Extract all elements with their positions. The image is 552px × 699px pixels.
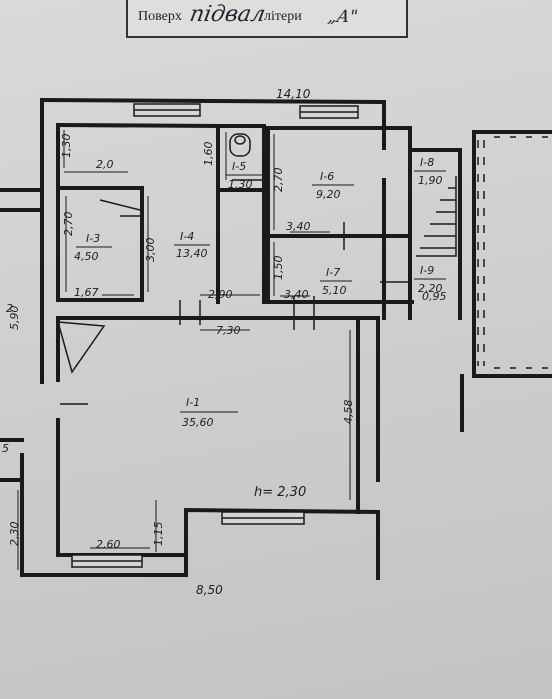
room-i5-area: 1,30 bbox=[228, 178, 253, 191]
room-i9: I-9 2,20 bbox=[414, 264, 446, 295]
room-i6-area: 9,20 bbox=[316, 188, 341, 201]
dim-2-70-a: 2,70 bbox=[272, 168, 285, 193]
dim-2-0: 2,0 bbox=[96, 158, 114, 171]
room-i5: I-5 1,30 bbox=[226, 160, 262, 191]
dim-2-30: 2,30 bbox=[8, 522, 21, 547]
dim-2-90: 2,90 bbox=[208, 288, 233, 301]
letter-label: літери bbox=[264, 9, 302, 24]
room-labels: I-1 35,60 I-3 4,50 I-4 13,40 I-5 1,30 I-… bbox=[74, 156, 446, 429]
staircase bbox=[416, 176, 457, 257]
dim-3-40-b: 3,40 bbox=[284, 288, 309, 301]
room-i1-name: I-1 bbox=[186, 396, 200, 409]
dim-5: 5 bbox=[2, 442, 9, 455]
dim-top-total: 14,10 bbox=[276, 87, 311, 101]
dim-3-00: 3,00 bbox=[144, 238, 157, 263]
room-i8-area: 1,90 bbox=[418, 174, 443, 187]
room-i3-name: I-3 bbox=[86, 232, 100, 245]
dim-3-40-a: 3,40 bbox=[286, 220, 311, 233]
title-stamp: Поверх підвал літери „А" bbox=[126, 0, 408, 38]
floor-label: Поверх bbox=[138, 9, 182, 24]
dimension-lines bbox=[17, 130, 351, 570]
height-label: h= 2,30 bbox=[254, 485, 306, 500]
room-i6: I-6 9,20 bbox=[312, 170, 354, 201]
dim-7-30: 7,30 bbox=[216, 324, 241, 337]
room-i4-name: I-4 bbox=[180, 230, 194, 243]
room-i3: I-3 4,50 bbox=[74, 232, 112, 263]
dim-2: 2 bbox=[6, 302, 13, 315]
room-i9-area: 2,20 bbox=[418, 282, 443, 295]
dim-1-30: 1,30 bbox=[60, 134, 73, 159]
room-i8-name: I-8 bbox=[420, 156, 434, 169]
dim-5-90: 5,90 bbox=[8, 306, 21, 331]
room-i1-area: 35,60 bbox=[182, 416, 214, 429]
room-i6-name: I-6 bbox=[320, 170, 334, 183]
room-i7: I-7 5,10 bbox=[320, 266, 352, 297]
room-i9-name: I-9 bbox=[420, 264, 434, 277]
room-i5-name: I-5 bbox=[232, 160, 246, 173]
walls bbox=[0, 97, 552, 580]
room-i7-name: I-7 bbox=[326, 266, 340, 279]
dim-2-70-b: 2,70 bbox=[62, 212, 75, 237]
room-i8: I-8 1,90 bbox=[414, 156, 446, 187]
dim-4-58: 4,58 bbox=[342, 400, 355, 425]
door-marks bbox=[56, 133, 408, 405]
dimension-labels: 14,10 8,50 2,0 1,67 2,90 3,40 3,40 0,95 … bbox=[2, 87, 447, 597]
dim-1-60: 1,60 bbox=[202, 142, 215, 167]
room-i7-area: 5,10 bbox=[322, 284, 347, 297]
annex-hatch bbox=[477, 136, 548, 369]
dim-0-95: 0,95 bbox=[422, 290, 447, 303]
room-i3-area: 4,50 bbox=[74, 250, 99, 263]
room-i4-area: 13,40 bbox=[176, 247, 208, 260]
dim-1-67: 1,67 bbox=[74, 286, 99, 299]
dim-bottom-total: 8,50 bbox=[196, 583, 223, 597]
dim-2-60: 2,60 bbox=[96, 538, 121, 551]
room-i1: I-1 35,60 bbox=[180, 396, 238, 429]
windows bbox=[71, 103, 359, 568]
dim-1-15: 1,15 bbox=[152, 522, 165, 547]
room-i4: I-4 13,40 bbox=[174, 230, 210, 260]
dim-1-50: 1,50 bbox=[272, 256, 285, 281]
